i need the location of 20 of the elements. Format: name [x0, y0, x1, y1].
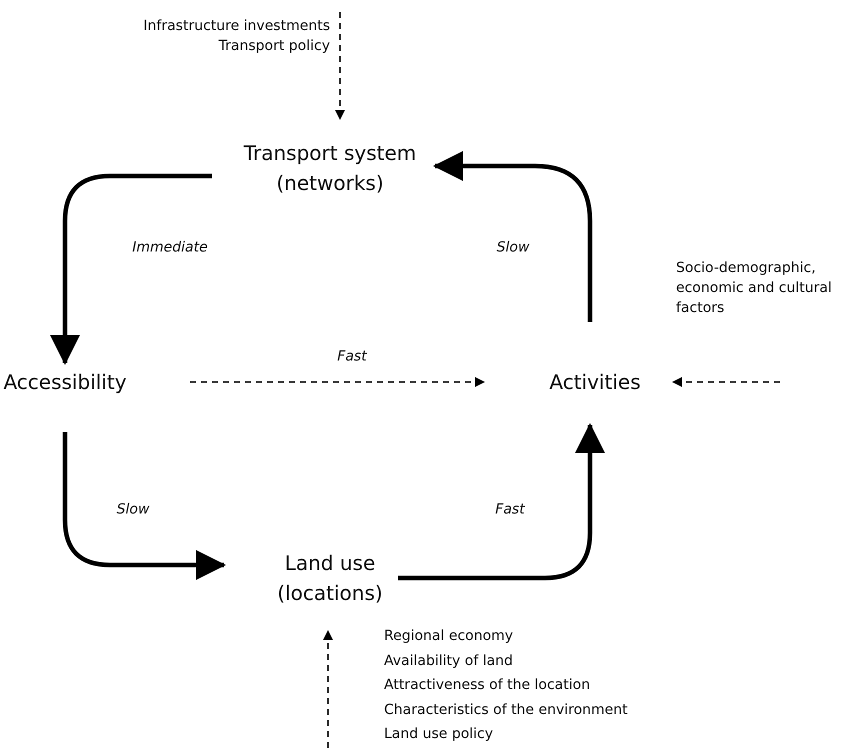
- curved-arrow: [50, 174, 212, 365]
- node-text: Infrastructure investments: [143, 17, 330, 36]
- curved-arrow: [62, 432, 226, 580]
- note-text: Land use policy: [384, 725, 494, 744]
- node-text: Activities: [549, 369, 641, 396]
- node-text: Land use (locations): [276, 550, 384, 607]
- node-text: Transport system (networks): [242, 140, 418, 197]
- note-text: Attractiveness of the location: [384, 676, 590, 695]
- note-text: Availability of land: [384, 652, 513, 670]
- curved-arrow: [433, 151, 592, 322]
- node-text: Transport policy: [218, 37, 330, 56]
- node-text: Accessibility: [3, 369, 127, 396]
- note-text: Characteristics of the environment: [384, 700, 628, 720]
- note-text: Regional economy: [384, 627, 514, 646]
- note-text: Socio-demographic, economic and cultural factors: [676, 259, 833, 318]
- dashed-arrow: [323, 630, 333, 748]
- dashed-arrow: [672, 377, 780, 387]
- dashed-arrow: [190, 377, 485, 387]
- dashed-arrow: [335, 12, 345, 120]
- curved-arrow: [398, 423, 605, 580]
